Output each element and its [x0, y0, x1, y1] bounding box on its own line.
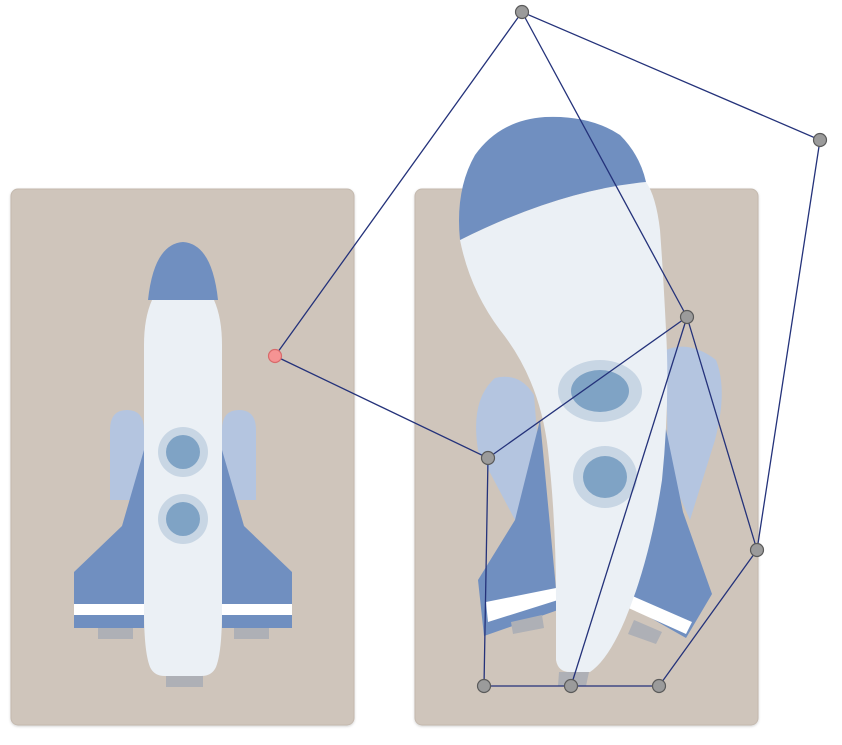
control-points [267, 4, 828, 694]
right-booster [222, 410, 256, 500]
cage-edge-cross [487, 316, 688, 459]
control-point-right[interactable] [749, 542, 765, 558]
main-nozzle [166, 675, 203, 687]
warped-right-fin [628, 400, 712, 638]
window-top [166, 435, 200, 469]
right-fin-stripe [222, 604, 292, 615]
control-point-bottom-left[interactable] [476, 678, 492, 694]
warped-right-nozzle [628, 620, 662, 644]
control-point-bottom-middle[interactable] [563, 678, 579, 694]
warped-left-nozzle [511, 615, 544, 634]
warped-rocket-body [460, 182, 668, 672]
warped-left-fin-stripe [486, 588, 558, 622]
left-nozzle [98, 628, 133, 639]
control-point-active[interactable] [267, 348, 283, 364]
warped-nose-cone [459, 116, 646, 240]
left-fin-stripe [74, 604, 144, 615]
left-fin [74, 450, 144, 628]
window-bottom [166, 502, 200, 536]
right-fin [222, 450, 292, 628]
warp-cage [274, 11, 821, 687]
warped-right-booster [666, 346, 722, 520]
control-point-bottom-right[interactable] [651, 678, 667, 694]
nose-cone [148, 242, 218, 300]
cage-outline [274, 11, 821, 687]
control-point-center[interactable] [679, 309, 695, 325]
warped-window-top [571, 370, 629, 412]
warped-left-fin [478, 420, 558, 636]
control-point-top-right[interactable] [812, 132, 828, 148]
original-rocket-icon [74, 242, 292, 687]
left-booster [110, 410, 144, 500]
cage-edge-right-inner [686, 316, 758, 551]
rocket-body [144, 300, 222, 676]
right-nozzle [234, 628, 269, 639]
cage-edge-center-spoke [570, 316, 688, 687]
warped-rocket-icon [459, 116, 722, 686]
control-point-top[interactable] [514, 4, 530, 20]
warped-right-fin-stripe [624, 594, 692, 634]
control-point-mid-left[interactable] [480, 450, 496, 466]
cage-edge-top-diagonal [521, 11, 688, 318]
warped-window-bottom [583, 456, 627, 498]
